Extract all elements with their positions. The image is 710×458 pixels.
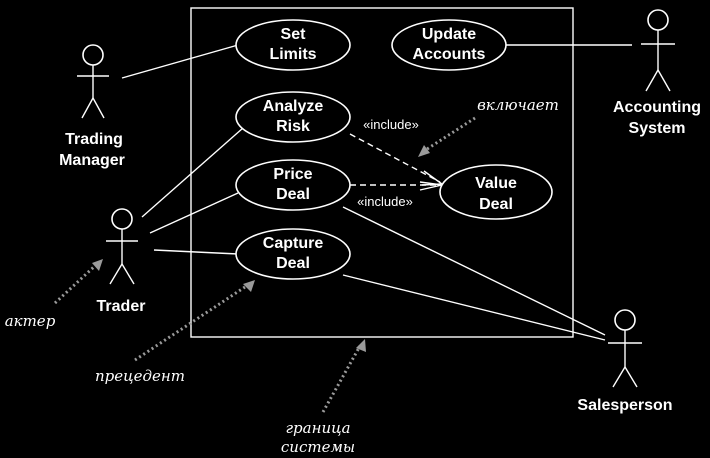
- use-case-label-line2: Deal: [479, 196, 513, 213]
- annotation-pointer-head: [356, 339, 366, 352]
- include-dependencies: «include» «include»: [349, 117, 445, 209]
- annotation-system-boundary: граница системы: [281, 339, 366, 456]
- include-label-2: «include»: [357, 194, 413, 209]
- stick-figure-icon: [641, 9, 675, 92]
- actor-label-line1: Trading: [65, 131, 123, 148]
- use-case-label-line1: Set: [281, 26, 307, 43]
- association-salesperson-capturedeal: [342, 274, 606, 341]
- association-trader-capturedeal: [153, 249, 239, 255]
- association-salesperson-pricedeal: [342, 206, 606, 336]
- actor-trading-manager[interactable]: Trading Manager: [59, 44, 125, 169]
- use-case-value-deal[interactable]: Value Deal: [439, 164, 553, 220]
- use-case-set-limits[interactable]: Set Limits: [235, 19, 351, 71]
- annotation-actor: актер: [5, 259, 103, 330]
- stick-figure-icon: [106, 208, 138, 285]
- use-case-label-line1: Update: [422, 26, 476, 43]
- annotation-label: актер: [5, 312, 56, 330]
- annotation-pointer-head: [418, 145, 430, 157]
- annotation-pointer-head: [243, 280, 255, 292]
- use-case-label-line1: Analyze: [263, 98, 324, 115]
- actor-label-line2: Manager: [59, 152, 125, 169]
- actor-trader[interactable]: Trader: [97, 208, 146, 315]
- use-case-update-accounts[interactable]: Update Accounts: [391, 19, 507, 71]
- annotation-pointer: [321, 345, 362, 413]
- use-case-capture-deal[interactable]: Capture Deal: [235, 228, 351, 280]
- actor-accounting-system[interactable]: Accounting System: [613, 9, 701, 137]
- use-case-analyze-risk[interactable]: Analyze Risk: [235, 91, 351, 143]
- annotation-label: включает: [477, 96, 559, 114]
- use-case-label-line2: Accounts: [413, 46, 486, 63]
- stick-figure-icon: [608, 309, 642, 388]
- use-case-price-deal[interactable]: Price Deal: [235, 159, 351, 211]
- association-manager-setlimits: [121, 44, 239, 79]
- annotation-use-case: прецедент: [95, 280, 255, 385]
- annotation-pointer: [53, 262, 99, 305]
- annotation-pointer-head: [92, 259, 103, 271]
- use-case-label-line1: Value: [475, 175, 517, 192]
- use-case-label-line2: Deal: [276, 255, 310, 272]
- include-arrowhead: [419, 181, 443, 191]
- annotation-includes: включает: [418, 96, 559, 157]
- use-case-label-line2: Risk: [276, 118, 310, 135]
- use-case-label-line1: Capture: [263, 235, 324, 252]
- use-case-label-line1: Price: [273, 166, 312, 183]
- actor-salesperson[interactable]: Salesperson: [577, 309, 673, 414]
- include-label-1: «include»: [363, 117, 419, 132]
- association-trader-analyzerisk: [141, 127, 244, 218]
- actor-label-line1: Accounting: [613, 99, 701, 116]
- system-boundary: [190, 7, 574, 338]
- actor-label-line2: System: [629, 120, 686, 137]
- include-arrow-analyzerisk: [349, 133, 441, 183]
- associations: [121, 44, 632, 341]
- annotation-label-line2: системы: [281, 438, 355, 456]
- stick-figure-icon: [77, 44, 109, 119]
- annotation-label-line1: граница: [285, 419, 350, 437]
- association-trader-pricedeal: [149, 192, 239, 234]
- annotation-label: прецедент: [95, 367, 185, 385]
- use-case-label-line2: Limits: [269, 46, 316, 63]
- actor-label: Salesperson: [577, 397, 672, 414]
- use-case-label-line2: Deal: [276, 186, 310, 203]
- annotation-pointer: [423, 116, 476, 153]
- actor-label: Trader: [97, 298, 146, 315]
